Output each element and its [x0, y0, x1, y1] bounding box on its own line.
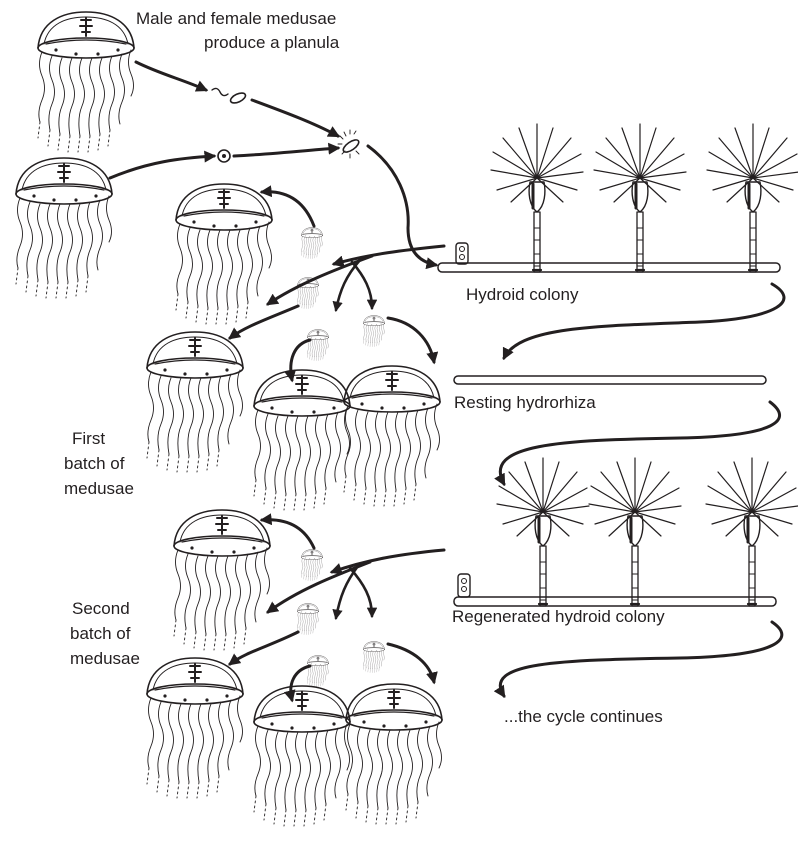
arrow-grow-3 [291, 340, 310, 380]
arrow-bud-branch-2c [350, 568, 372, 616]
label-second-batch-3: medusae [70, 649, 140, 668]
male-medusa [38, 12, 134, 152]
label-planula-line1: Male and female medusae [136, 9, 336, 28]
medusa-bud-icon [458, 574, 470, 597]
arrow-egg-to-planula [234, 148, 338, 156]
label-resting-hydrorhiza: Resting hydrorhiza [454, 393, 596, 412]
medusa-bud-icon [456, 243, 468, 264]
label-first-batch-2: batch of [64, 454, 125, 473]
medusa-first-1 [176, 184, 272, 324]
small-medusa-7 [307, 656, 328, 687]
medusa-first-3 [254, 370, 350, 510]
small-medusa-5 [301, 550, 322, 581]
label-hydroid-colony: Hydroid colony [466, 285, 579, 304]
arrow-female-to-egg [110, 156, 214, 178]
arrow-sperm-to-planula [252, 100, 338, 136]
hydroid-colony [438, 124, 798, 272]
medusa-second-2 [147, 658, 243, 798]
female-medusa [16, 158, 112, 298]
resting-hydrorhiza [454, 376, 766, 384]
label-first-batch-3: medusae [64, 479, 134, 498]
arrow-grow-4 [388, 318, 434, 362]
small-medusa-2 [297, 278, 318, 309]
arrow-grow-6 [230, 632, 298, 664]
arrow-male-to-sperm [136, 62, 206, 90]
sperm-icon [212, 88, 247, 105]
label-second-batch-2: batch of [70, 624, 131, 643]
arrow-bud-branch-1c [352, 262, 372, 308]
medusa-second-4 [346, 684, 442, 824]
small-medusa-6 [297, 604, 318, 635]
label-regenerated-colony: Regenerated hydroid colony [452, 607, 665, 626]
small-medusa-4 [363, 316, 384, 347]
medusa-first-2 [147, 332, 243, 472]
label-cycle-continues: ...the cycle continues [504, 707, 663, 726]
medusa-first-4 [344, 366, 440, 506]
regenerated-hydroid-colony [454, 458, 798, 606]
planula-icon [338, 130, 361, 158]
medusa-second-3 [254, 686, 350, 826]
small-medusa-1 [301, 228, 322, 259]
arrow-grow-2 [230, 306, 298, 338]
arrow-bud-stream-2 [332, 550, 444, 572]
label-planula-line2: produce a planula [204, 33, 340, 52]
egg-icon [218, 150, 230, 162]
arrow-cycle-continues [500, 622, 782, 696]
medusa-second-1 [174, 510, 270, 650]
small-medusa-3 [307, 330, 328, 361]
label-second-batch-1: Second [72, 599, 130, 618]
label-first-batch-1: First [72, 429, 105, 448]
small-medusa-8 [363, 642, 384, 673]
arrow-grow-8 [388, 644, 434, 682]
